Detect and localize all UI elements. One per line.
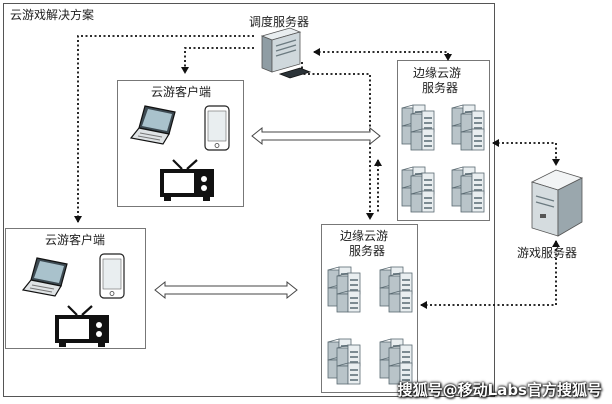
outer-frame	[3, 3, 495, 397]
dispatch-to-top-edge-link	[313, 48, 452, 61]
phone-icon	[204, 105, 230, 151]
edge-server-bottom-label-line1: 边缘云游	[340, 229, 389, 243]
dispatch-server-label: 调度服务器	[249, 15, 310, 29]
dispatch-to-left-client-link	[74, 35, 254, 223]
stream-arrow-top	[251, 126, 381, 146]
phone-icon	[99, 253, 125, 299]
edge-server-top-label-line2: 服务器	[422, 81, 459, 95]
dispatch-to-top-client-link	[181, 47, 254, 74]
stream-arrow-bottom	[154, 280, 298, 300]
dispatch-server-icon	[260, 27, 312, 79]
game-server-label: 游戏服务器	[517, 246, 578, 260]
watermark: 搜狐号@移动Labs官方搜狐号	[397, 381, 602, 399]
client-left-label: 云游客户端	[45, 233, 106, 247]
edge-server-top-label-line1: 边缘云游	[413, 66, 462, 80]
top-edge-to-game-server-link	[492, 139, 560, 166]
diagram-title: 云游戏解决方案	[10, 8, 95, 22]
dispatch-to-bottom-edge-link	[301, 62, 374, 220]
edge-server-bottom-label-line2: 服务器	[349, 244, 386, 258]
game-server-icon	[530, 169, 584, 237]
bottom-edge-to-game-server-link	[420, 240, 560, 309]
client-top-label: 云游客户端	[151, 85, 212, 99]
